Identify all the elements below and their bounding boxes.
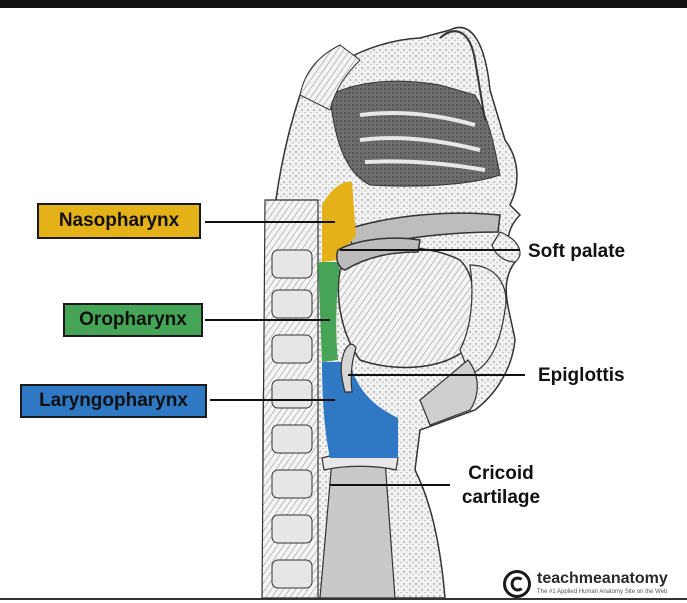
- epiglottis-label: Epiglottis: [538, 364, 625, 388]
- brand-name: teachmeanatomy: [537, 570, 668, 588]
- copyright-logo-icon: [503, 570, 531, 598]
- larynx-trachea: [320, 460, 395, 598]
- tongue: [338, 248, 473, 368]
- oropharynx-label: Oropharynx: [63, 303, 203, 337]
- soft-palate-label: Soft palate: [528, 240, 625, 264]
- cricoid-cartilage-label: Cricoid cartilage: [456, 462, 546, 510]
- nasopharynx-label: Nasopharynx: [37, 203, 201, 239]
- cricoid-label-line2: cartilage: [456, 486, 546, 510]
- bottom-border: [0, 598, 687, 600]
- laryngopharynx-label: Laryngopharynx: [20, 384, 207, 418]
- nasal-cavity: [330, 81, 500, 186]
- brand-tagline: The #1 Applied Human Anatomy Site on the…: [537, 589, 667, 595]
- cricoid-label-line1: Cricoid: [456, 462, 546, 486]
